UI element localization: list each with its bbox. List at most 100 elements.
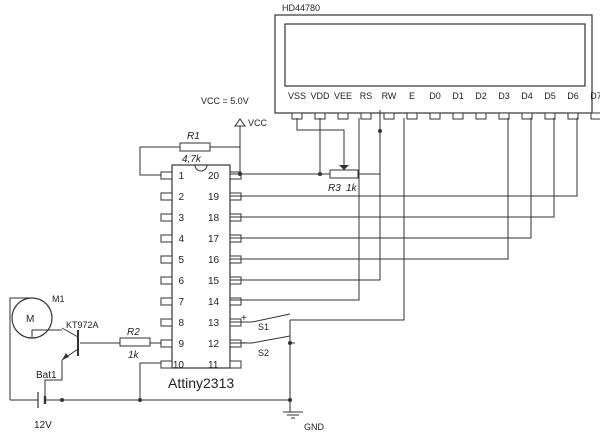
mcu-pin-label-11: 11 — [208, 360, 219, 371]
mcu-pin-3 — [160, 213, 173, 222]
lcd-pin-d3 — [498, 112, 510, 120]
r1-name: R1 — [187, 131, 200, 142]
wire-data-d7 — [230, 118, 578, 197]
wire-pin10-gnd — [139, 362, 161, 400]
wire-motor-battery — [9, 297, 63, 400]
mcu-pin-5 — [160, 255, 173, 264]
mcu-pin-label-13: 13 — [208, 318, 220, 329]
lcd-pin-label-rs: RS — [360, 91, 373, 101]
mcu-pin-2 — [160, 192, 173, 201]
mcu-pin-label-2: 2 — [178, 192, 184, 203]
resistor-r2: R2 1k — [119, 327, 151, 361]
mcu-pin-label-5: 5 — [178, 255, 184, 266]
gnd-symbol-label: GND — [304, 422, 325, 432]
r3-value: 1k — [346, 183, 358, 194]
mcu-name: Attiny2313 — [168, 375, 234, 391]
junctions — [60, 129, 382, 402]
lcd-pin-label-vdd: VDD — [310, 91, 330, 101]
mcu-pin-label-20: 20 — [208, 171, 220, 182]
switch-s1-name: S1 — [258, 322, 269, 332]
mcu-pin-label-14: 14 — [208, 297, 220, 308]
lcd-pin-d4 — [521, 112, 533, 120]
vcc-symbol-label: VCC — [248, 118, 268, 128]
lcd-pin-label-rw: RW — [382, 91, 397, 101]
lcd-pin-d7 — [590, 112, 600, 120]
mcu-pin-label-18: 18 — [208, 213, 220, 224]
mcu-notch — [194, 164, 208, 172]
switch-s2-name: S2 — [258, 348, 269, 358]
mcu-pin-label-4: 4 — [178, 234, 184, 245]
mcu-pin-label-17: 17 — [208, 234, 220, 245]
lcd-pin-label-d0: D0 — [429, 91, 441, 101]
r2-value: 1k — [128, 350, 140, 361]
gnd-symbol: GND — [283, 411, 325, 432]
lcd-pin-rs — [360, 112, 372, 120]
switch-s1-polarity: + — [241, 313, 247, 324]
mcu-pin-label-19: 19 — [208, 192, 220, 203]
mcu-pin-8 — [160, 318, 173, 327]
lcd-screen — [284, 23, 586, 87]
lcd-pin-label-vee: VEE — [334, 91, 352, 101]
mcu-pin-6 — [160, 276, 173, 285]
vcc-voltage-label: VCC = 5.0V — [201, 96, 249, 106]
lcd-pin-d1 — [452, 112, 464, 120]
mcu-pin-label-7: 7 — [178, 297, 184, 308]
switch-s2: − S2 — [240, 335, 291, 358]
lcd-pin-rw — [383, 112, 395, 120]
mcu-pin-1 — [160, 171, 173, 180]
mcu-pin-label-16: 16 — [208, 255, 220, 266]
r3-wiper-arrow — [339, 165, 349, 170]
battery-name: Bat1 — [36, 370, 57, 381]
r2-name: R2 — [127, 327, 140, 338]
lcd-pin-d6 — [567, 112, 579, 120]
potentiometer-r3: R3 1k — [328, 165, 359, 194]
lcd-pin-label-d6: D6 — [567, 91, 579, 101]
wire-rw — [230, 174, 381, 281]
lcd-pin-label-d5: D5 — [544, 91, 556, 101]
lcd-pin-e — [406, 112, 418, 120]
mcu-pin-label-6: 6 — [178, 276, 184, 287]
mcu-pin-10 — [160, 360, 173, 369]
mcu-pin-9 — [160, 339, 173, 348]
lcd-pin-label-vss: VSS — [288, 91, 306, 101]
motor-glyph: M — [26, 314, 34, 325]
lcd-pin-label-d3: D3 — [498, 91, 510, 101]
lcd-pin-label-e: E — [409, 91, 415, 101]
motor-name: M1 — [52, 294, 65, 304]
mcu-pin-label-12: 12 — [208, 339, 220, 350]
mcu-pin-label-9: 9 — [178, 339, 184, 350]
mcu-pin-label-1: 1 — [178, 171, 184, 182]
lcd-name: HD44780 — [282, 3, 320, 13]
transistor-q1: KT972A — [61, 320, 99, 361]
battery-voltage: 12V — [34, 420, 52, 431]
wire-lcd-vss-gnd — [296, 118, 345, 165]
motor-m1: M M1 — [11, 294, 65, 339]
wire-data-d5 — [230, 118, 532, 239]
r1-value: 4,7k — [182, 154, 202, 165]
mcu-pin-14 — [229, 297, 242, 306]
resistor-r1: R1 4,7k — [179, 131, 211, 165]
mcu-pin-7 — [160, 297, 173, 306]
transistor-name: KT972A — [66, 320, 99, 330]
mcu-pin-label-10: 10 — [173, 360, 185, 371]
lcd-pin-d0 — [429, 112, 441, 120]
lcd-pin-d2 — [475, 112, 487, 120]
mcu-pin-11 — [229, 360, 242, 369]
wire-vcc-pin20-lcd — [230, 110, 381, 175]
mcu-pin-4 — [160, 234, 173, 243]
lcd-pin-d5 — [544, 112, 556, 120]
r3-body — [329, 169, 359, 179]
mcu-pin-label-8: 8 — [178, 318, 184, 329]
r3-name: R3 — [328, 183, 341, 194]
lcd-pin-label-d7: D7 — [590, 91, 600, 101]
wire-rs — [230, 118, 360, 301]
mcu-pin-label-3: 3 — [178, 213, 184, 224]
vcc-symbol: VCC — [234, 118, 268, 136]
switch-s1: + S1 — [241, 313, 291, 332]
lcd-pin-vee — [337, 112, 349, 120]
wires — [9, 110, 578, 412]
lcd-pin-label-d4: D4 — [521, 91, 533, 101]
